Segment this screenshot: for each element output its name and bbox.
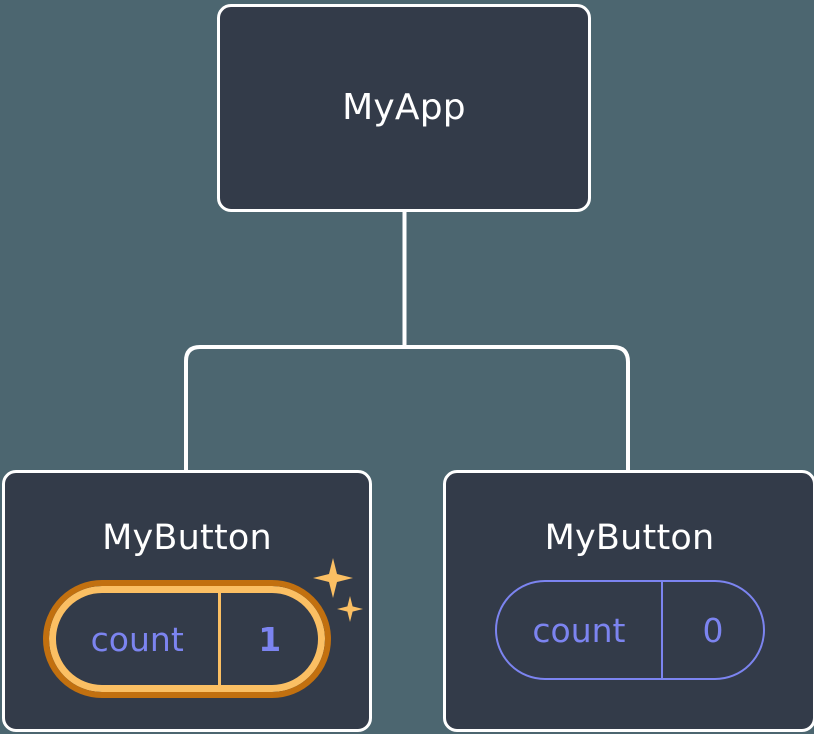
connector-branch-right bbox=[404, 345, 630, 470]
node-title-myapp: MyApp bbox=[342, 87, 466, 128]
node-title-mybutton-right: MyButton bbox=[544, 518, 715, 558]
state-pill-wrap-right: count 0 bbox=[494, 580, 765, 680]
state-key-label-right: count bbox=[532, 610, 626, 650]
node-card-myapp[interactable]: MyApp bbox=[217, 4, 591, 212]
state-pill-highlighted[interactable]: count 1 bbox=[43, 580, 331, 698]
state-pill-inner-ring: count 1 bbox=[49, 586, 325, 692]
state-pill-wrap-left: count 1 bbox=[43, 558, 363, 698]
node-card-mybutton-right[interactable]: MyButton count 0 bbox=[443, 470, 814, 732]
state-value-label-right: 0 bbox=[702, 610, 724, 650]
state-value-label-left: 1 bbox=[258, 619, 282, 659]
node-title-mybutton-left: MyButton bbox=[102, 518, 272, 558]
node-card-mybutton-left[interactable]: MyButton count 1 bbox=[2, 470, 372, 732]
state-key-label-left: count bbox=[90, 619, 184, 659]
state-pill-divider-right bbox=[661, 582, 664, 678]
state-pill-plain[interactable]: count 0 bbox=[494, 580, 765, 680]
sparkle-large-icon bbox=[313, 558, 353, 598]
connector-branch-left bbox=[184, 345, 405, 470]
sparkle-small-icon bbox=[337, 596, 363, 622]
state-pill-divider-left bbox=[218, 593, 222, 685]
